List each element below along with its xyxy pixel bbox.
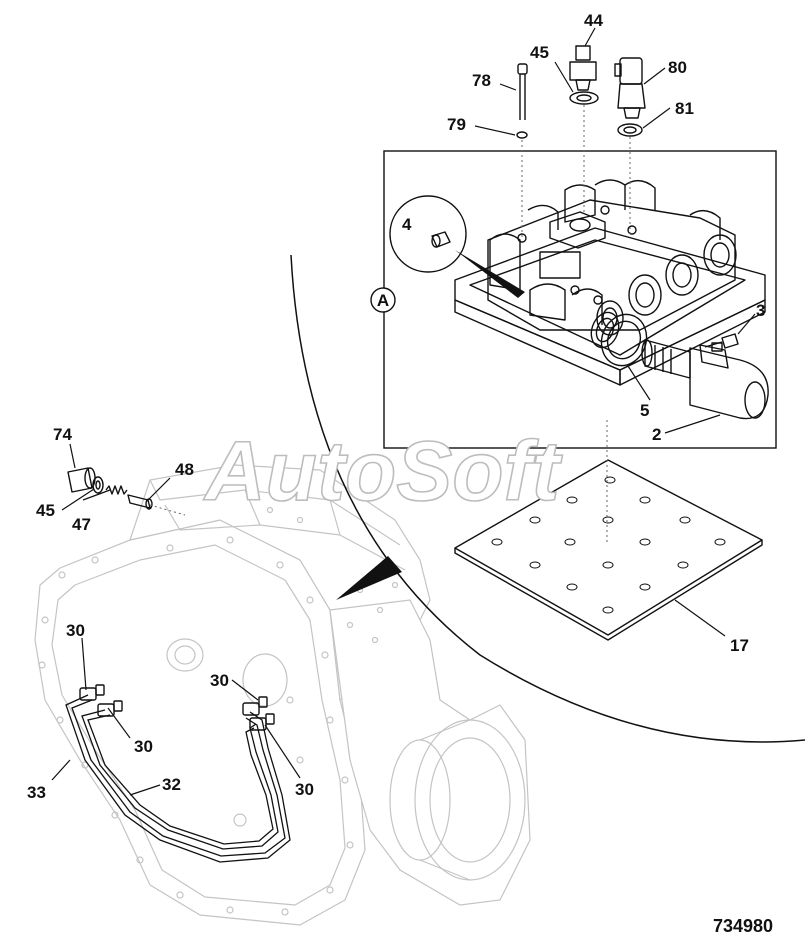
callout-74: 74	[53, 425, 72, 444]
callout-47: 47	[72, 515, 91, 534]
callout-32: 32	[162, 775, 181, 794]
filter-plate-17	[454, 459, 763, 641]
callout-labels: 44 45 80 78 79 81 4 3 5 2 17 74 48 45 47…	[27, 11, 765, 802]
callout-3: 3	[756, 301, 765, 320]
detail-magnifier-4	[389, 195, 525, 298]
callout-2: 2	[652, 425, 661, 444]
callout-45-top: 45	[530, 43, 549, 62]
callout-78: 78	[472, 71, 491, 90]
seal-81	[617, 123, 643, 137]
seal-45-left	[92, 476, 104, 494]
transmission-housing	[34, 464, 531, 926]
callout-45-left: 45	[36, 501, 55, 520]
callout-79: 79	[447, 115, 466, 134]
callout-5: 5	[640, 401, 649, 420]
control-valve-block	[454, 179, 766, 386]
sensor-80	[614, 57, 646, 119]
callout-30-c: 30	[210, 671, 229, 690]
screw-3	[704, 333, 739, 349]
callout-30-a: 30	[66, 621, 85, 640]
spring-47	[105, 485, 128, 495]
callout-81: 81	[675, 99, 694, 118]
pipe-assembly-32-33	[65, 694, 291, 863]
housing-bolt-holes	[38, 536, 354, 916]
detail-a-frame	[383, 150, 777, 449]
solenoid-valve-2	[641, 339, 769, 420]
callout-30-b: 30	[134, 737, 153, 756]
detail-marker-a: A	[370, 287, 396, 313]
callout-30-d: 30	[295, 780, 314, 799]
callout-17: 17	[730, 636, 749, 655]
pressure-switch-44	[569, 45, 597, 91]
callout-44: 44	[584, 11, 603, 30]
callout-33: 33	[27, 783, 46, 802]
leader-lines	[51, 27, 756, 796]
union-fittings-30	[79, 684, 275, 731]
callout-80: 80	[668, 58, 687, 77]
plug-74	[67, 467, 96, 493]
watermark: AutoSoft	[203, 424, 563, 518]
seal-45-top	[569, 91, 599, 105]
detail-marker-label: A	[377, 291, 389, 310]
detail-boundary-arc	[290, 254, 805, 743]
detail-pointer	[336, 556, 402, 600]
bolt-78	[517, 63, 528, 120]
reference-number: 734980	[713, 916, 773, 936]
callout-4: 4	[402, 215, 412, 234]
washer-79	[516, 131, 528, 139]
callout-48: 48	[175, 460, 194, 479]
